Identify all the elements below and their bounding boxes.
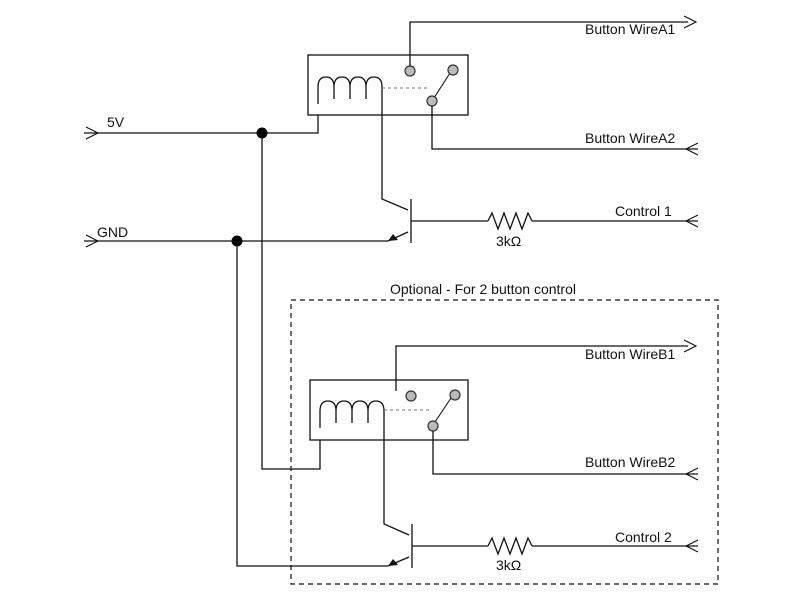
relay-b-body	[309, 379, 469, 441]
relay-b-coil-icon	[319, 400, 385, 428]
transistor-b-collector	[383, 428, 410, 536]
relay-a-body	[307, 54, 469, 116]
control2-line: 3kΩ Control 2	[412, 529, 699, 573]
transistor-a-collector	[381, 104, 409, 211]
control1-label: Control 1	[615, 203, 672, 219]
relay-a	[307, 54, 469, 116]
wire-a1-label: Button WireA1	[585, 21, 675, 37]
resistor-2-value: 3kΩ	[496, 557, 521, 573]
transistor-b	[383, 428, 413, 568]
wire-b1-label: Button WireB1	[585, 346, 675, 362]
relay-b-contact-nc	[449, 389, 461, 401]
gnd-label: GND	[97, 224, 128, 240]
relay-b-switch-arm	[432, 394, 454, 426]
vcc-rail: 5V	[84, 104, 321, 470]
resistor-1-icon	[487, 211, 533, 231]
output-wire-a1: Button WireA1	[409, 15, 698, 66]
wire-b2-label: Button WireB2	[585, 454, 675, 470]
wire-a2-label: Button WireA2	[585, 130, 675, 146]
relay-b	[309, 379, 469, 441]
relay-a-contact-nc	[447, 64, 459, 76]
relay-a-coil-icon	[317, 76, 383, 104]
transistor-a-emitter-arrow-icon	[388, 234, 398, 241]
relay-b-contact-common	[427, 420, 439, 432]
optional-group-border	[290, 299, 719, 585]
vcc-label: 5V	[107, 114, 125, 130]
control2-label: Control 2	[615, 529, 672, 545]
optional-group-label: Optional - For 2 button control	[390, 281, 576, 297]
gnd-rail: GND	[84, 224, 388, 567]
output-wire-b1: Button WireB1	[395, 339, 698, 391]
relay-b-contact-no	[405, 390, 417, 402]
resistor-2-icon	[487, 536, 533, 556]
output-wire-a2: Button WireA2	[431, 106, 699, 156]
transistor-a	[381, 104, 412, 243]
control1-line: 3kΩ Control 1	[411, 203, 699, 249]
output-wire-b2: Button WireB2	[432, 431, 699, 481]
optional-group: Optional - For 2 button control	[290, 281, 719, 585]
relay-a-switch-arm	[431, 69, 453, 102]
relay-a-contact-no	[404, 65, 416, 77]
resistor-1-value: 3kΩ	[496, 233, 521, 249]
transistor-b-emitter-arrow-icon	[388, 559, 398, 566]
relay-a-contact-common	[426, 95, 438, 107]
